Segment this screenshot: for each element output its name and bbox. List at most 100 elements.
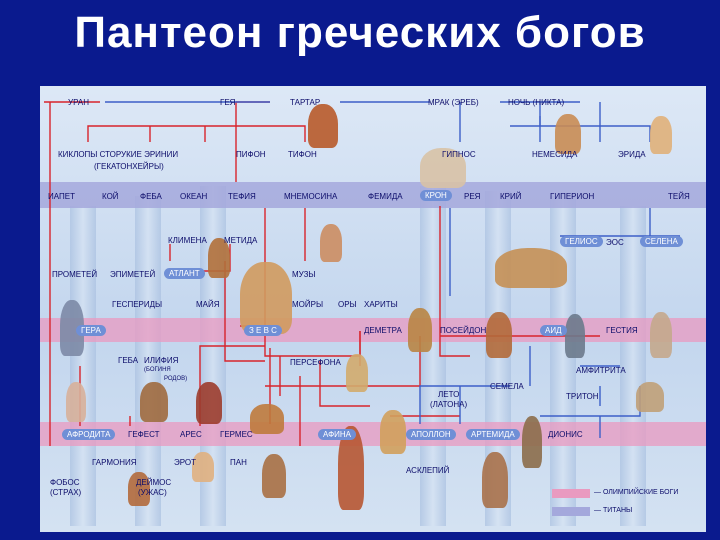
label-zevs: З Е В С (244, 325, 282, 336)
temple-column (135, 196, 161, 526)
label-eos: ЭОС (606, 238, 624, 247)
god-figure (262, 454, 286, 498)
olympians-band-upper (40, 318, 706, 342)
god-figure (555, 114, 581, 154)
label-persefona: ПЕРСЕФОНА (290, 358, 341, 367)
label-amfitrita: АМФИТРИТА (576, 366, 626, 375)
label-tefiya: ТЕФИЯ (228, 192, 256, 201)
label-poseydon: ПОСЕЙДОН (440, 326, 487, 335)
label-atlant: АТЛАНТ (164, 268, 205, 279)
label-germes: ГЕРМЕС (220, 430, 253, 439)
label-koy: КОЙ (102, 192, 119, 201)
label-uran: УРАН (68, 98, 89, 107)
label-boginya: (БОГИНЯ (144, 367, 171, 373)
label-tartar: ТАРТАР (290, 98, 321, 107)
label-feba: ФЕБА (140, 192, 162, 201)
god-figure (140, 382, 168, 422)
label-pan: ПАН (230, 458, 247, 467)
god-figure (196, 382, 222, 424)
label-aid: АИД (540, 325, 567, 336)
god-figure (240, 262, 292, 334)
legend-label-olymp: — ОЛИМПИЙСКИЕ БОГИ (594, 489, 679, 496)
label-demetra: ДЕМЕТРА (364, 326, 402, 335)
god-figure (486, 312, 512, 358)
label-moyry: МОЙРЫ (292, 300, 324, 309)
label-dionis: ДИОНИС (548, 430, 583, 439)
label-ory: ОРЫ (338, 300, 357, 309)
god-figure (250, 404, 284, 434)
label-gefest: ГЕФЕСТ (128, 430, 160, 439)
label-selena: СЕЛЕНА (640, 236, 683, 247)
label-mnemosina: МНЕМОСИНА (284, 192, 338, 201)
god-figure (636, 382, 664, 412)
label-deymos: ДЕЙМОС (136, 478, 172, 487)
temple-column (620, 206, 646, 526)
label-iapet: ИАПЕТ (48, 192, 75, 201)
god-figure (208, 238, 230, 278)
label-okean: ОКЕАН (180, 192, 208, 201)
label-ares: АРЕС (180, 430, 202, 439)
god-figure (650, 312, 672, 358)
legend-swatch-titany (552, 507, 590, 516)
label-gekatonheyry: (ГЕКАТОНХЕЙРЫ) (94, 162, 164, 171)
label-fobos: ФОБОС (50, 478, 80, 487)
label-femida: ФЕМИДА (368, 192, 403, 201)
label-geba: ГЕБА (118, 356, 139, 365)
label-klimena: КЛИМЕНА (168, 236, 207, 245)
label-pifon: ПИФОН (236, 150, 266, 159)
god-figure (408, 308, 432, 352)
label-nemesida: НЕМЕСИДА (532, 150, 578, 159)
label-asklepiy: АСКЛЕПИЙ (406, 466, 450, 475)
temple-column (70, 206, 96, 526)
label-leto: ЛЕТО (438, 390, 460, 399)
label-metida: МЕТИДА (224, 236, 258, 245)
label-afrodita: АФРОДИТА (62, 429, 116, 440)
god-figure (320, 224, 342, 262)
label-epimetey: ЭПИМЕТЕЙ (110, 270, 156, 279)
label-teyya: ТЕЙЯ (668, 192, 690, 201)
label-triton: ТРИТОН (566, 392, 599, 401)
legend-swatch-olymp (552, 489, 590, 498)
label-tifon: ТИФОН (288, 150, 317, 159)
label-iliffiya: ИЛИФИЯ (144, 356, 179, 365)
label-mrak: МРАК (ЭРЕБ) (428, 98, 479, 107)
label-gelios: ГЕЛИОС (560, 236, 603, 247)
label-garmoniya: ГАРМОНИЯ (92, 458, 137, 467)
god-figure (308, 104, 338, 148)
label-erida: ЭРИДА (618, 150, 646, 159)
label-geya: ГЕЯ (220, 98, 236, 107)
label-giperion: ГИПЕРИОН (550, 192, 595, 201)
god-figure (128, 472, 150, 506)
label-gera: ГЕРА (76, 325, 106, 336)
slide-title: Пантеон греческих богов (74, 8, 646, 57)
label-kriy: КРИЙ (500, 192, 522, 201)
label-gestiya: ГЕСТИЯ (606, 326, 638, 335)
label-reya: РЕЯ (464, 192, 481, 201)
god-figure (565, 314, 585, 358)
legend-label-titany: — ТИТАНЫ (594, 507, 633, 514)
label-rodov: РОДОВ) (164, 376, 188, 382)
label-erot: ЭРОТ (174, 458, 197, 467)
god-figure (495, 248, 567, 288)
label-kiklopy: КИКЛОПЫ СТОРУКИЕ ЭРИНИИ (58, 150, 179, 159)
label-strah: (СТРАХ) (50, 488, 82, 497)
label-kron: КРОН (420, 190, 452, 201)
god-figure (522, 416, 542, 468)
label-harity: ХАРИТЫ (364, 300, 398, 309)
label-apollon: АПОЛЛОН (406, 429, 456, 440)
god-figure (338, 426, 364, 510)
god-figure (346, 354, 368, 392)
god-figure (380, 410, 406, 454)
label-prometey: ПРОМЕТЕЙ (52, 270, 98, 279)
olympians-band-lower (40, 422, 706, 446)
label-afina: АФИНА (318, 429, 357, 440)
titans-band (40, 182, 706, 208)
label-semela: СЕМЕЛА (490, 382, 524, 391)
god-figure (482, 452, 508, 508)
god-figure (650, 116, 672, 154)
god-figure (66, 382, 86, 422)
label-mayya: МАЙЯ (196, 300, 220, 309)
label-gipnos: ГИПНОС (442, 150, 476, 159)
god-figure (192, 452, 214, 482)
label-noch: НОЧЬ (НИКТА) (508, 98, 565, 107)
